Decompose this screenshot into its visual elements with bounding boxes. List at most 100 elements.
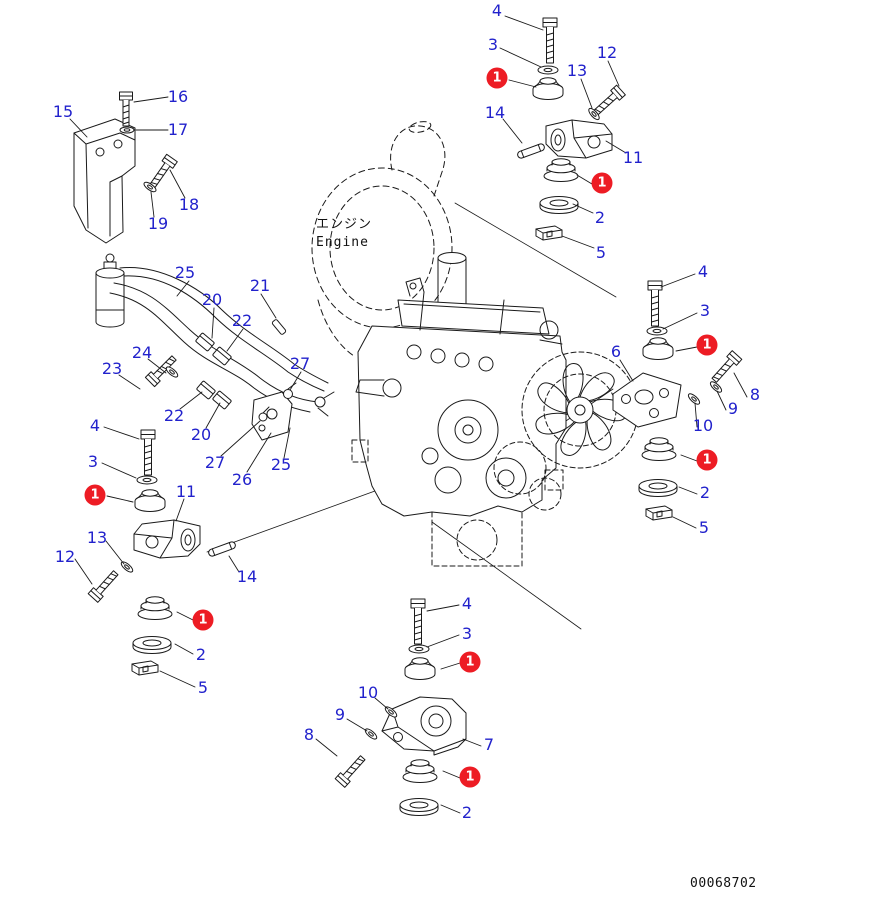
callout-5: 5: [595, 243, 607, 262]
callout-4: 4: [89, 416, 101, 435]
qty-badge-1: 1: [459, 766, 481, 788]
bolt-part-4: [647, 280, 663, 327]
muffler-outline: [311, 121, 453, 357]
washer-part-17: [119, 126, 135, 134]
hose-clamp-20b: [211, 390, 233, 410]
callout-2: 2: [594, 208, 606, 227]
rod-part-14: [516, 142, 546, 160]
washer-part-24: [164, 364, 180, 380]
mount-cushion-part-1b: [137, 596, 173, 620]
callout-20: 20: [190, 425, 212, 444]
mount-cushion-part-1b: [543, 158, 579, 182]
mount-cushion-part-1b: [641, 437, 677, 461]
mount-bracket-part-11: [133, 519, 201, 559]
hose-elbow-27: [258, 382, 297, 422]
bracket-15: [73, 118, 136, 244]
washer-part-10: [686, 391, 702, 407]
drawing-number: 00068702: [690, 876, 757, 891]
callout-11: 11: [175, 482, 197, 501]
qty-badge-1: 1: [192, 609, 214, 631]
callout-13: 13: [86, 528, 108, 547]
callout-5: 5: [698, 518, 710, 537]
cup-washer-part-2: [638, 479, 678, 497]
callout-7: 7: [483, 735, 495, 754]
engine-label-en: Engine: [316, 235, 369, 251]
mount-cushion-part-1b: [402, 759, 438, 783]
callout-9: 9: [334, 705, 346, 724]
callout-27: 27: [204, 453, 226, 472]
qty-badge-1: 1: [486, 67, 508, 89]
callout-20: 20: [201, 290, 223, 309]
rod-part-14: [207, 540, 237, 558]
callout-18: 18: [178, 195, 200, 214]
fuel-filter-canister: [95, 253, 125, 328]
callout-22: 22: [231, 311, 253, 330]
hose-assembly: [95, 253, 335, 441]
bolt-part-4: [542, 17, 558, 64]
hose-bracket-26: [251, 391, 293, 441]
callout-16: 16: [167, 87, 189, 106]
qty-badge-1: 1: [459, 651, 481, 673]
mount-bracket-part-7: [381, 696, 467, 756]
qty-badge-1: 1: [696, 449, 718, 471]
callout-4: 4: [461, 594, 473, 613]
callout-5: 5: [197, 678, 209, 697]
mount-bracket-part-11: [545, 119, 613, 159]
bolt-part-16: [119, 91, 133, 127]
callout-12: 12: [596, 43, 618, 62]
callout-26: 26: [231, 470, 253, 489]
engine-dashed-details: [351, 439, 564, 567]
callout-11: 11: [622, 148, 644, 167]
engine-block: [355, 252, 567, 517]
cup-washer-part-2: [539, 196, 579, 214]
engine-label-jp: エンジン: [316, 217, 373, 232]
callout-19: 19: [147, 214, 169, 233]
callout-2: 2: [195, 645, 207, 664]
callout-25: 25: [270, 455, 292, 474]
callout-17: 17: [167, 120, 189, 139]
callout-15: 15: [52, 102, 74, 121]
callout-4: 4: [697, 262, 709, 281]
callout-10: 10: [357, 683, 379, 702]
engine-label: エンジン Engine: [316, 216, 372, 252]
callout-24: 24: [131, 343, 153, 362]
callout-6: 6: [610, 342, 622, 361]
qty-badge-1: 1: [591, 172, 613, 194]
callout-14: 14: [236, 567, 258, 586]
mount-cushion-part-1: [134, 489, 166, 512]
bolt-part-4: [140, 429, 156, 476]
callout-22: 22: [163, 406, 185, 425]
washer-part-13: [119, 559, 135, 575]
bolt-part-8: [708, 350, 743, 386]
qty-badge-1: 1: [696, 334, 718, 356]
callout-13: 13: [566, 61, 588, 80]
washer-part-9: [363, 726, 379, 742]
washer-part-3: [408, 644, 430, 654]
bolt-part-12: [87, 567, 122, 603]
callout-12: 12: [54, 547, 76, 566]
callout-23: 23: [101, 359, 123, 378]
mount-assembly-bottom: [334, 598, 467, 816]
clamp-part-5: [535, 225, 563, 241]
callout-3: 3: [487, 35, 499, 54]
callout-2: 2: [699, 483, 711, 502]
clamp-part-5: [131, 660, 159, 676]
washer-part-3: [136, 475, 158, 485]
callout-25: 25: [174, 263, 196, 282]
clamp-part-5: [645, 505, 673, 521]
callout-8: 8: [303, 725, 315, 744]
callout-3: 3: [461, 624, 473, 643]
mount-cushion-part-1: [404, 657, 436, 680]
callout-4: 4: [491, 1, 503, 20]
cup-washer-part-2: [399, 798, 439, 816]
hose-end-fitting: [314, 391, 335, 417]
callout-2: 2: [461, 803, 473, 822]
callout-8: 8: [749, 385, 761, 404]
fan-blades: [535, 363, 628, 456]
hose-clamp-22b: [195, 380, 217, 400]
mount-cushion-part-1: [642, 337, 674, 360]
callout-14: 14: [484, 103, 506, 122]
mount-assembly-right: [612, 280, 743, 521]
callout-3: 3: [699, 301, 711, 320]
